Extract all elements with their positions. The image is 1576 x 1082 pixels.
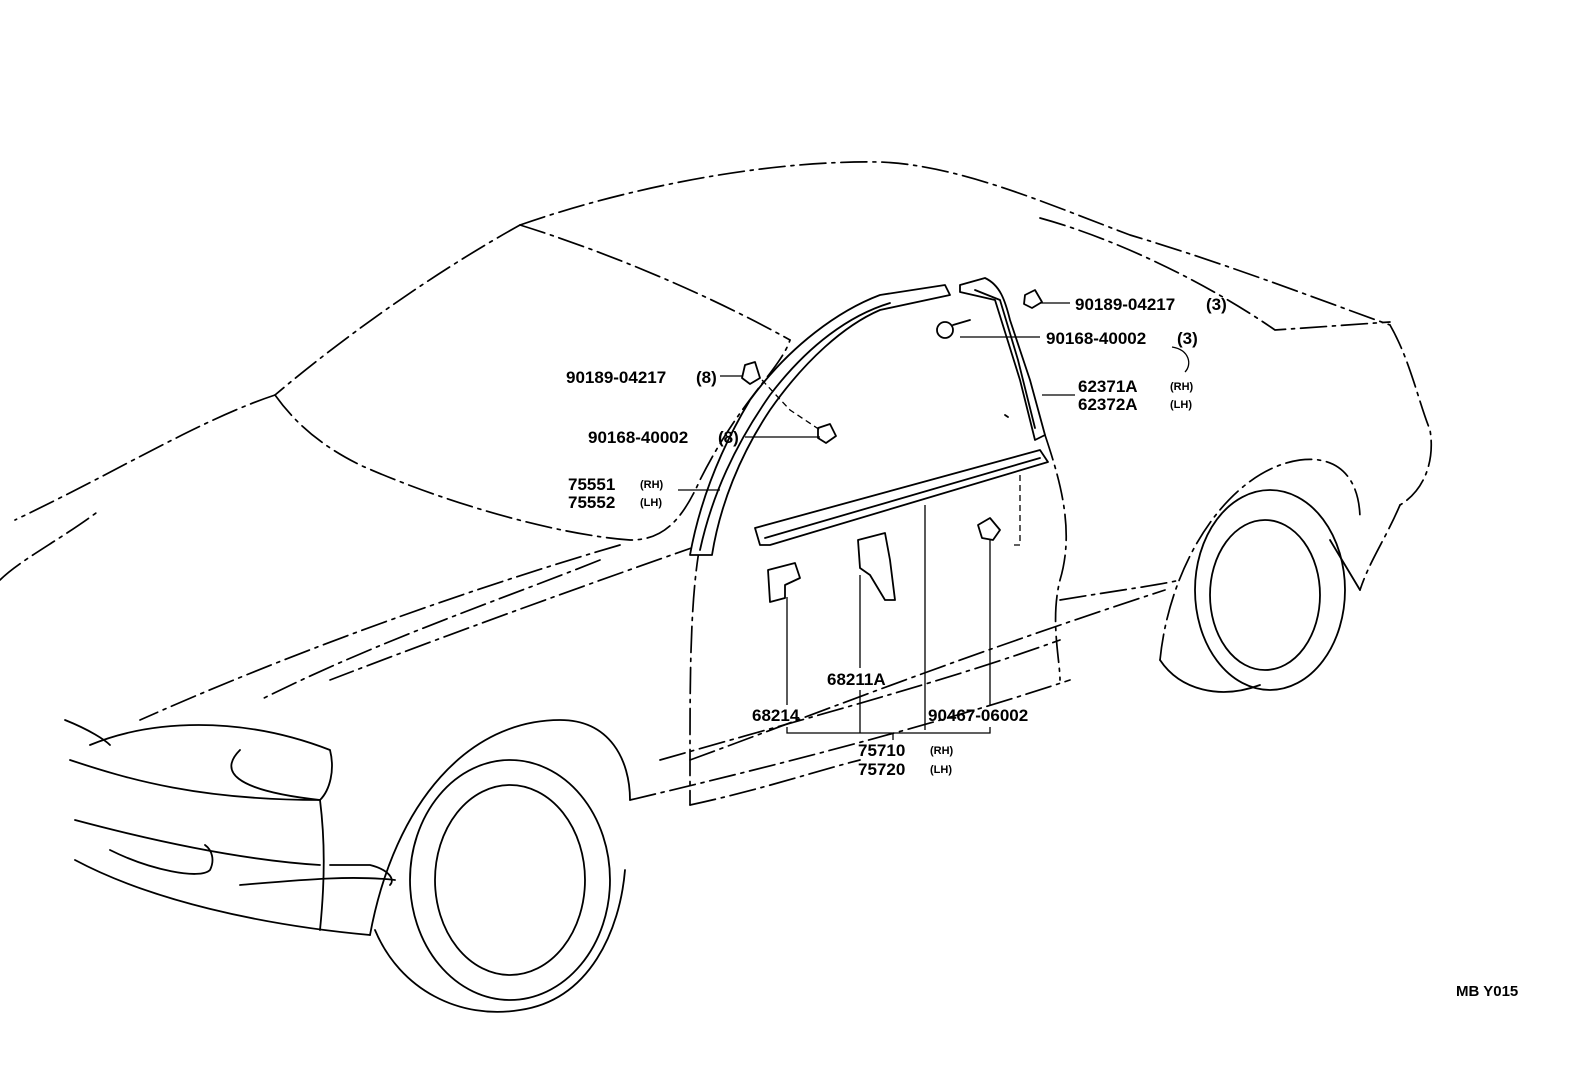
callout-pillar: 62371A (RH) 62372A (LH) bbox=[1078, 377, 1194, 414]
door-belt-moulding bbox=[754, 449, 1049, 546]
door-lh-number: 75720 bbox=[858, 760, 905, 779]
pillar-rh-number: 62371A bbox=[1078, 377, 1138, 396]
roof-rh-number: 75551 bbox=[568, 475, 615, 494]
windshield-pillar-moulding bbox=[689, 284, 951, 556]
leader-lines bbox=[678, 302, 1190, 740]
callout-screw-left: 90168-40002 (8) bbox=[588, 428, 739, 447]
diagram-code: MB Y015 bbox=[1456, 983, 1518, 1000]
pillar-lh-side: (LH) bbox=[1170, 399, 1192, 411]
callout-roof: 75551 (RH) 75552 (LH) bbox=[568, 475, 664, 512]
callout-brackets: 68211A 68214 90467-06002 bbox=[752, 670, 1028, 725]
roof-lh-side: (LH) bbox=[640, 497, 662, 509]
rear-pillar-moulding bbox=[959, 277, 1046, 441]
callout-clip-left: 90189-04217 (8) bbox=[566, 368, 717, 387]
screw-left bbox=[817, 423, 837, 444]
bracket-b bbox=[767, 562, 801, 603]
clip-right-qty: (3) bbox=[1206, 295, 1227, 314]
clip-left-number: 90189-04217 bbox=[566, 368, 666, 387]
pillar-rh-side: (RH) bbox=[1170, 381, 1194, 393]
screw-left-qty: (8) bbox=[718, 428, 739, 447]
bracket-b-number: 68214 bbox=[752, 706, 800, 725]
clip-left-qty: (8) bbox=[696, 368, 717, 387]
door-rh-number: 75710 bbox=[858, 741, 905, 760]
clip-left bbox=[741, 361, 761, 385]
roof-rh-side: (RH) bbox=[640, 479, 664, 491]
door-clip bbox=[977, 517, 1001, 541]
door-clip-number: 90467-06002 bbox=[928, 706, 1028, 725]
screw-right-qty: (3) bbox=[1177, 329, 1198, 348]
callout-clip-right: 90189-04217 (3) bbox=[1075, 295, 1227, 314]
door-lh-side: (LH) bbox=[930, 764, 952, 776]
callout-screw-right: 90168-40002 (3) bbox=[1046, 329, 1198, 348]
screw-right-number: 90168-40002 bbox=[1046, 329, 1146, 348]
roof-lh-number: 75552 bbox=[568, 493, 615, 512]
car-body-outline bbox=[0, 161, 1433, 1013]
clip-right bbox=[1023, 289, 1043, 309]
door-rh-side: (RH) bbox=[930, 745, 954, 757]
bracket-a-number: 68211A bbox=[827, 670, 886, 689]
pillar-lh-number: 62372A bbox=[1078, 395, 1138, 414]
clip-right-number: 90189-04217 bbox=[1075, 295, 1175, 314]
callout-door: 75710 (RH) 75720 (LH) bbox=[858, 741, 954, 779]
bracket-a bbox=[857, 532, 896, 601]
screw-right bbox=[936, 319, 971, 339]
screw-left-number: 90168-40002 bbox=[588, 428, 688, 447]
